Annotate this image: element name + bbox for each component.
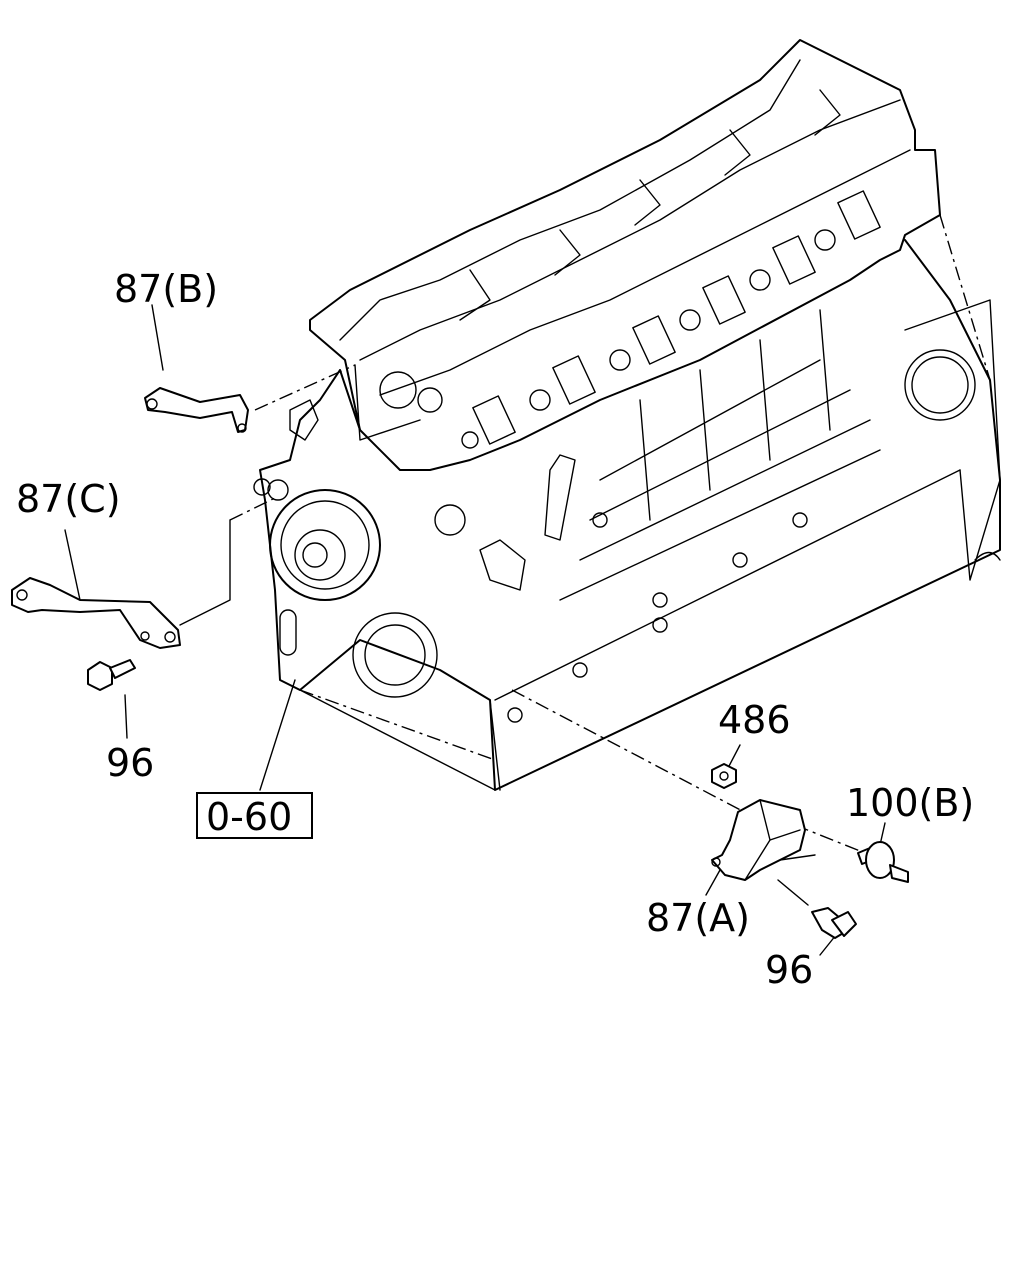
engine-block	[253, 39, 1001, 791]
bracket-87a	[711, 799, 806, 881]
label-ref-box: 0-60	[206, 795, 292, 839]
label-486: 486	[718, 698, 791, 742]
leader-lines	[64, 304, 886, 956]
bolt-96-left	[87, 659, 136, 691]
callout-labels: 87(B) 87(C) 96 0-60 486 100(B) 87(A) 96	[16, 267, 974, 992]
label-96-right: 96	[765, 948, 813, 992]
label-87c: 87(C)	[16, 477, 121, 521]
label-87a: 87(A)	[646, 896, 750, 940]
label-87b: 87(B)	[114, 267, 218, 311]
label-96-left: 96	[106, 741, 154, 785]
bolt-96-right	[811, 907, 857, 939]
bracket-87b	[144, 387, 249, 433]
damper-100b	[857, 841, 909, 883]
label-100b: 100(B)	[846, 781, 974, 825]
ref-box	[196, 792, 313, 839]
bracket-87c	[11, 577, 181, 649]
nut-486	[711, 763, 737, 789]
